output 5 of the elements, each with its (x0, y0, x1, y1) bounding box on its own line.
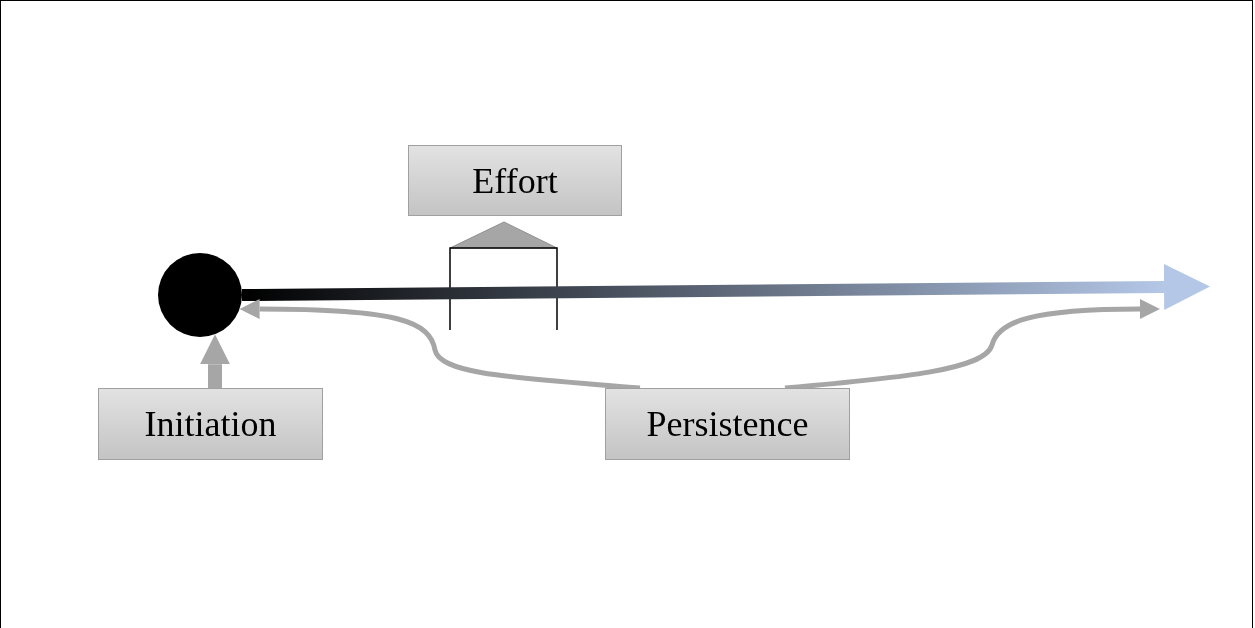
arrow (239, 299, 641, 391)
label-box: Effort (408, 145, 622, 216)
label-box: Persistence (605, 388, 850, 460)
arrow (241, 264, 1210, 310)
label-box: Initiation (98, 388, 323, 460)
